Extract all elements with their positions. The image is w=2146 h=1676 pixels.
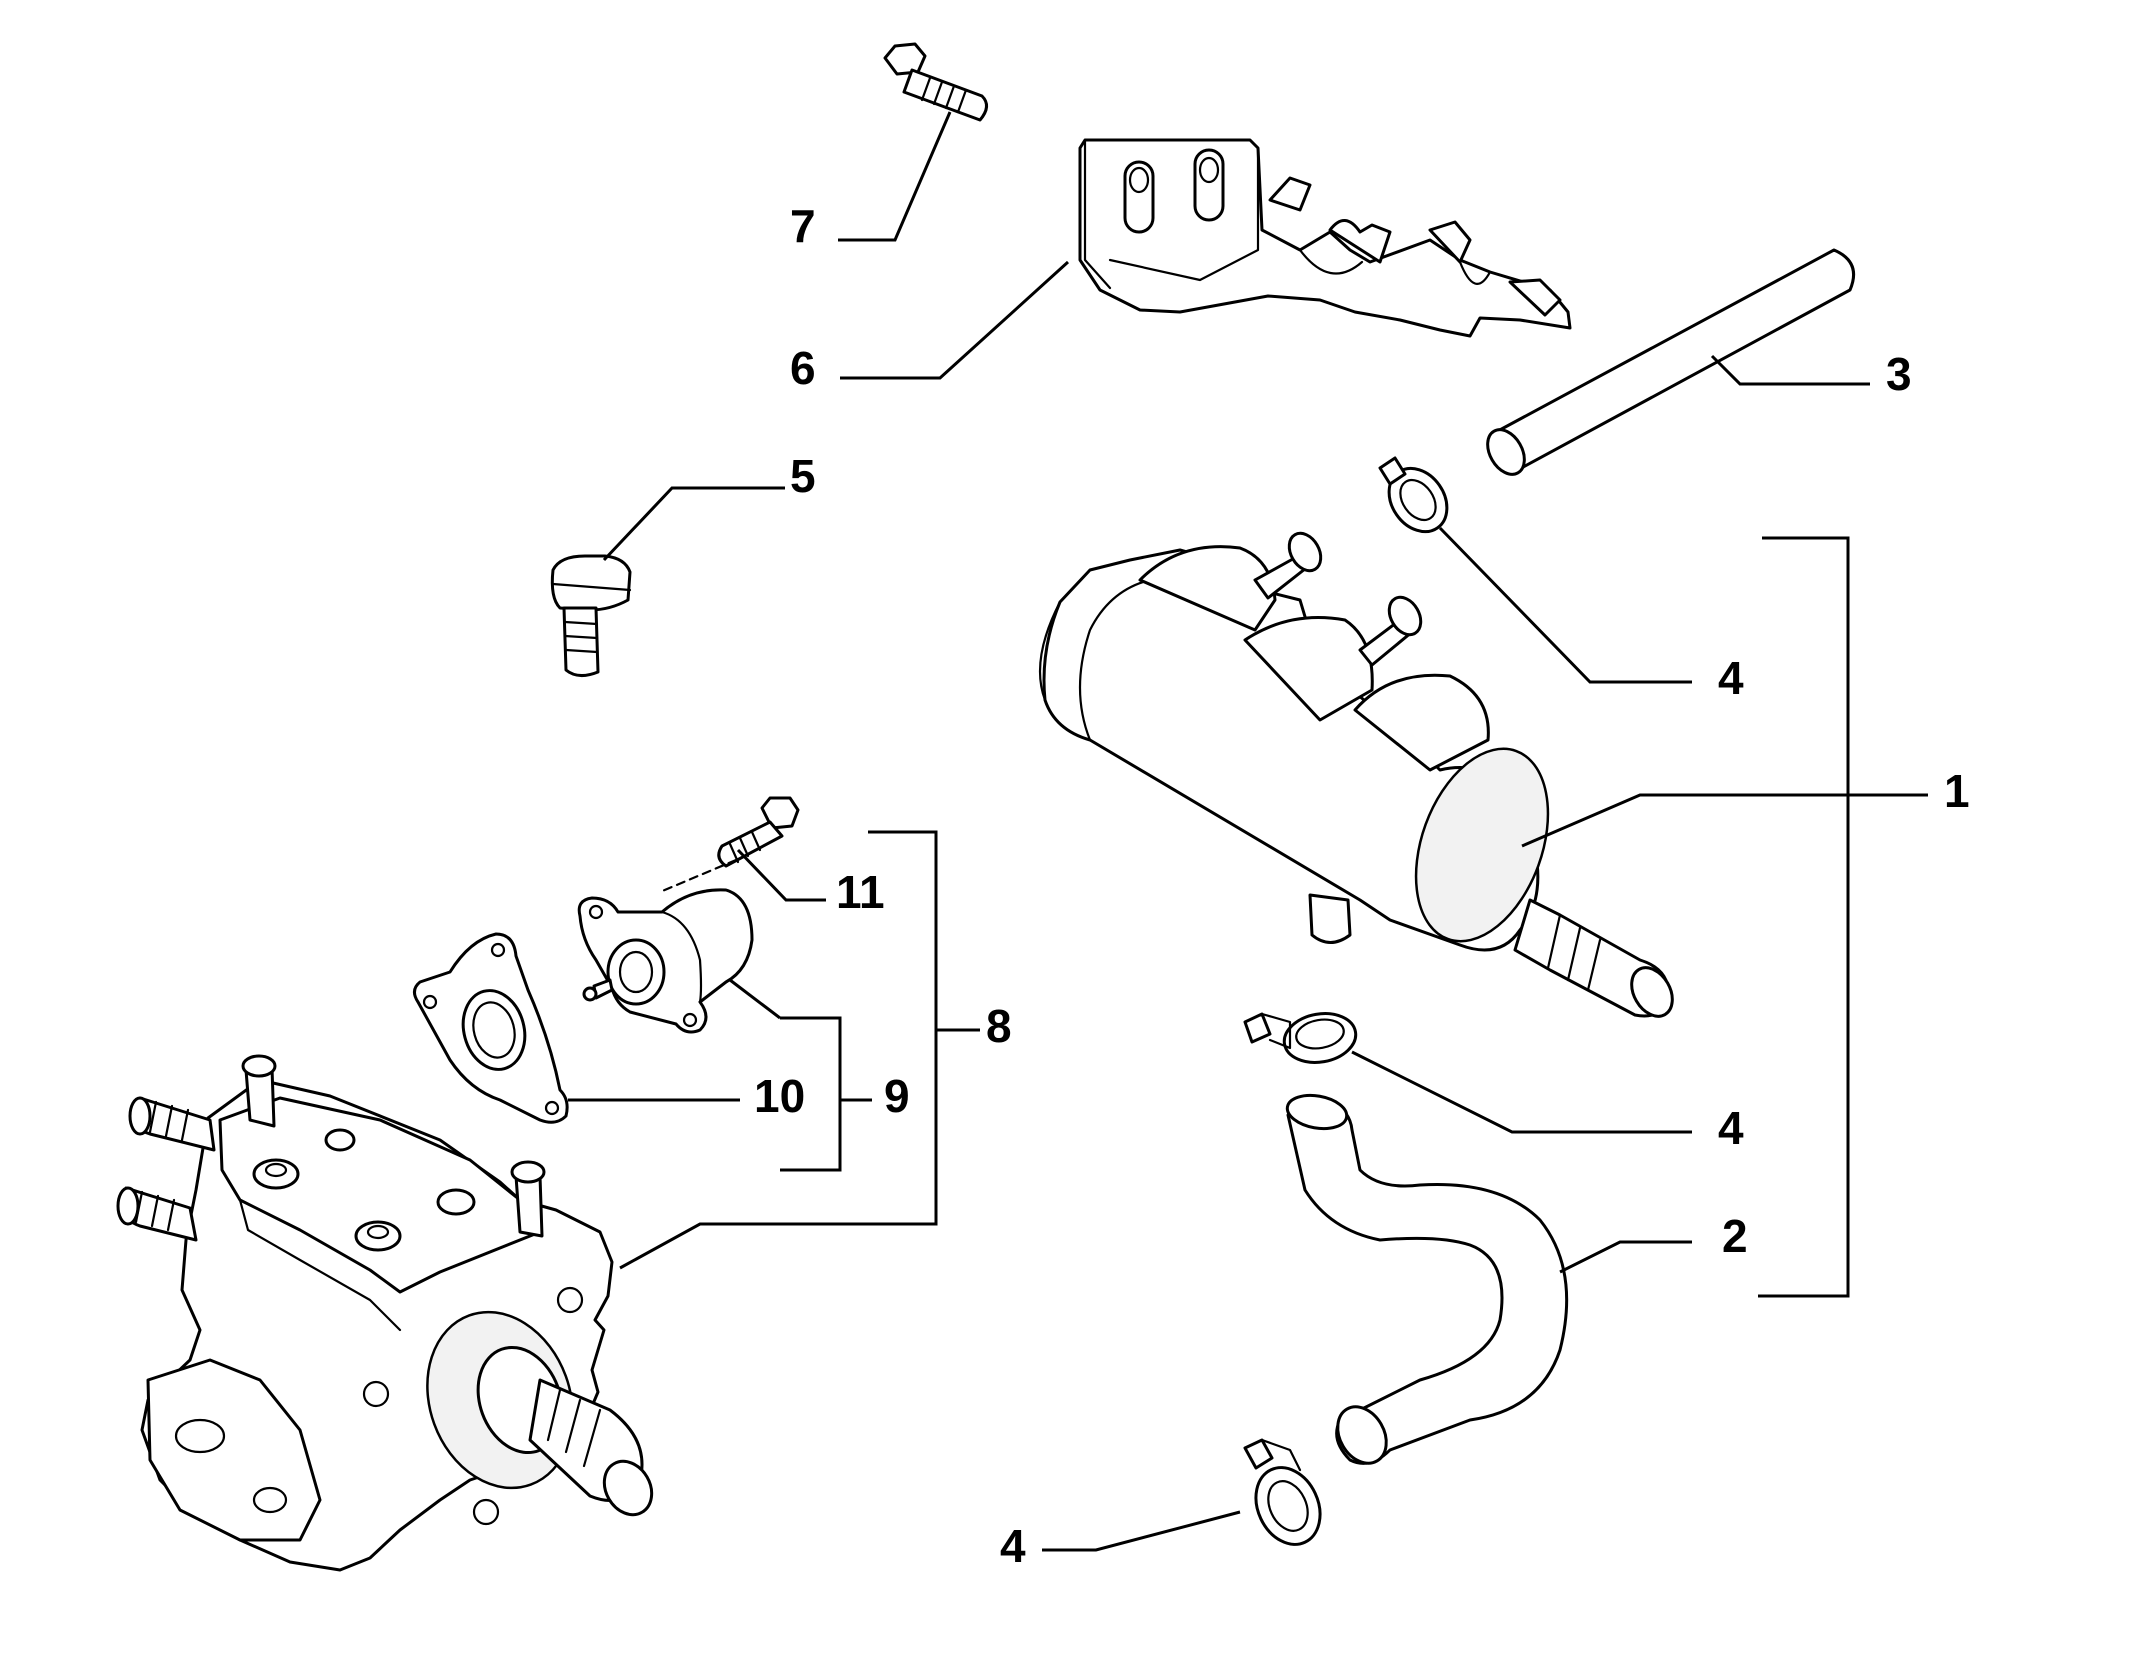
callout-7: 7 bbox=[790, 200, 816, 252]
regulator-part-9 bbox=[577, 858, 754, 1034]
hose-part-2 bbox=[1285, 1093, 1569, 1465]
callout-4-bottom: 4 bbox=[1000, 1520, 1026, 1572]
callout-10: 10 bbox=[754, 1070, 805, 1122]
pump-part-8 bbox=[116, 1054, 654, 1572]
callout-4-middle: 4 bbox=[1718, 1102, 1744, 1154]
bolt-part-7 bbox=[883, 42, 988, 122]
callout-1: 1 bbox=[1944, 765, 1970, 817]
callout-4-top: 4 bbox=[1718, 652, 1744, 704]
screw-part-11 bbox=[717, 796, 800, 868]
gasket-part-10 bbox=[413, 932, 569, 1124]
banjo-bolt-part-5 bbox=[550, 554, 632, 677]
callout-5: 5 bbox=[790, 450, 816, 502]
callout-3: 3 bbox=[1886, 348, 1912, 400]
leader-lines bbox=[568, 111, 1928, 1552]
callout-2: 2 bbox=[1722, 1210, 1748, 1262]
hose-clamp-part-4-bottom bbox=[1243, 1438, 1322, 1546]
callout-9: 9 bbox=[884, 1070, 910, 1122]
pipe-part-3 bbox=[1486, 248, 1855, 476]
manifold-part-1 bbox=[1038, 531, 1674, 1018]
callout-6: 6 bbox=[790, 342, 816, 394]
callout-labels: 1 2 3 4 4 4 5 6 7 8 9 10 11 bbox=[754, 200, 1970, 1572]
hose-clamp-part-4-top bbox=[1378, 456, 1449, 534]
bracket-part-6 bbox=[1078, 138, 1572, 338]
callout-8: 8 bbox=[986, 1000, 1012, 1052]
callout-11: 11 bbox=[836, 866, 885, 918]
hose-clamp-part-4-middle bbox=[1243, 1012, 1358, 1064]
